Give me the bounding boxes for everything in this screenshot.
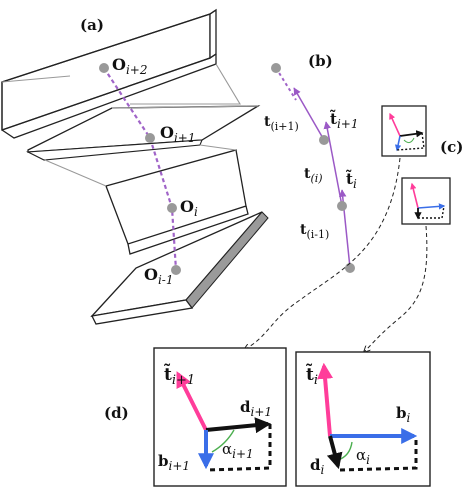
panel-d: (d) t̃i+1 di+1 αi+1 bi+1	[104, 347, 431, 487]
plate-i	[44, 144, 249, 255]
chain-dot-2	[319, 135, 329, 145]
ttilde-vector-left	[176, 371, 208, 431]
projection-dash-right	[339, 440, 418, 472]
callout-curve-upper	[244, 157, 401, 350]
origin-dot-i	[167, 203, 177, 213]
panel-c: (c)	[381, 105, 463, 225]
origin-label-i-plus-2: Oi+2	[112, 55, 147, 77]
panel-b: (b) t(i+1) t̃i+1 t(i) t̃i t(i-1)	[264, 52, 358, 273]
panel-a: Oi+2 Oi+1 Oi Oi-1 (a)	[1, 8, 269, 325]
tangent-arrow-i	[323, 121, 343, 207]
panel-label-a: (a)	[80, 16, 104, 34]
chain-dot-top	[271, 63, 281, 73]
plate-i-minus-1	[90, 211, 269, 325]
ttilde-vector-right	[317, 362, 334, 437]
origin-label-i-plus-1: Oi+1	[160, 123, 195, 145]
ttilde-label-right: t̃i	[305, 363, 318, 388]
chain-dot-3	[337, 201, 347, 211]
alpha-label-left: αi+1	[222, 440, 254, 461]
projection-dash-left	[207, 424, 272, 472]
tangent-label-t-i-plus-1: t(i+1)	[264, 114, 299, 133]
tangent-label-ttilde-i: t̃i	[346, 168, 357, 191]
panel-label-c: (c)	[440, 138, 463, 156]
b-label-right: bi	[396, 404, 411, 425]
origin-dot-i-plus-1	[145, 133, 155, 143]
tangent-label-ttilde-i-plus-1: t̃i+1	[330, 108, 359, 131]
tangent-label-t-i: t(i)	[304, 166, 323, 185]
chain-dot-4	[345, 263, 355, 273]
origin-dot-i-minus-1	[171, 265, 181, 275]
detail-box-left: t̃i+1 di+1 αi+1 bi+1	[153, 347, 287, 487]
origin-label-i-minus-1: Oi-1	[144, 265, 173, 287]
alpha-label-right: αi	[356, 446, 370, 467]
detail-box-right: t̃i bi αi di	[295, 351, 431, 487]
d-label-right: di	[310, 456, 325, 477]
plate-i-plus-1	[25, 105, 261, 161]
thumbnail-box-upper	[381, 105, 427, 157]
b-label-left: bi+1	[158, 452, 190, 473]
d-vector-left	[205, 417, 272, 434]
origin-label-i: Oi	[180, 197, 198, 219]
origin-chain	[103, 67, 178, 271]
alpha-arc-left	[211, 429, 235, 453]
panel-label-b: (b)	[308, 52, 333, 70]
ttilde-label-left: t̃i+1	[163, 363, 195, 388]
d-vector-right	[326, 435, 343, 470]
origin-dot-i-plus-2	[99, 63, 109, 73]
panel-label-d: (d)	[104, 404, 129, 422]
tangent-arrow-i-plus-1	[293, 87, 325, 141]
d-label-left: di+1	[240, 398, 272, 419]
chain-dash-top	[275, 67, 297, 101]
tangent-label-t-i-minus-1: t(i-1)	[300, 222, 329, 241]
callout-curve-lower	[364, 225, 428, 352]
